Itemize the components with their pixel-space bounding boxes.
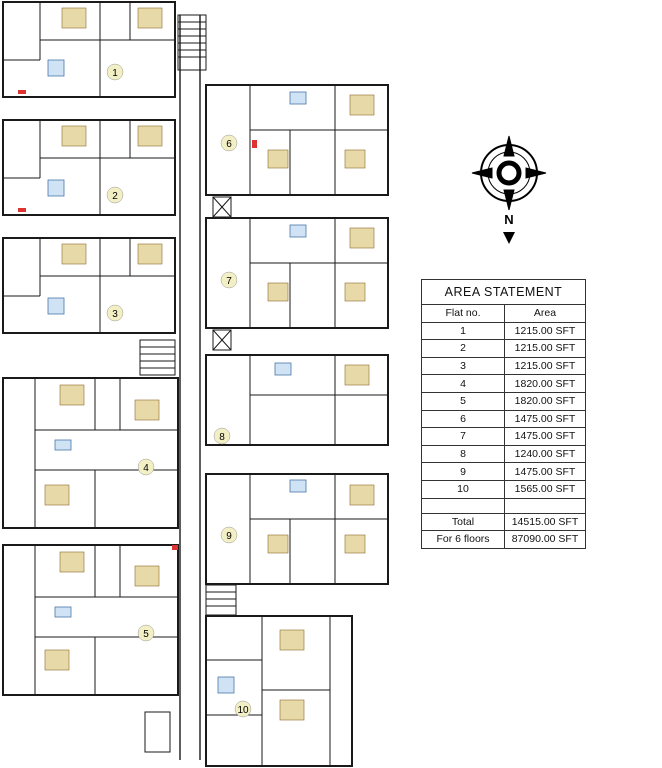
flat-no: 3 <box>421 356 505 376</box>
blank-row <box>421 497 586 514</box>
flat-no: 5 <box>421 391 505 411</box>
flat-no: 6 <box>421 409 505 429</box>
flat-area: 1475.00 SFT <box>504 409 586 429</box>
flat-area: 1565.00 SFT <box>504 479 586 499</box>
flat-no: 8 <box>421 444 505 464</box>
col-header-flat: Flat no. <box>421 304 505 323</box>
north-compass: N <box>471 135 547 244</box>
flat-area: 1820.00 SFT <box>504 391 586 411</box>
flat-label-2: 2 <box>112 191 118 202</box>
flat-area: 1215.00 SFT <box>504 339 586 358</box>
flat-label-5: 5 <box>143 629 149 640</box>
floors-label: For 6 floors <box>421 530 505 549</box>
flat-area: 1215.00 SFT <box>504 356 586 376</box>
area-statement-title: AREA STATEMENT <box>421 279 586 305</box>
north-label: N <box>504 212 513 227</box>
compass-rose-icon <box>471 135 547 211</box>
flat-label-1: 1 <box>112 68 118 79</box>
flat-area: 1475.00 SFT <box>504 462 586 481</box>
flat-label-10: 10 <box>237 705 249 716</box>
flat-no: 9 <box>421 462 505 481</box>
flat-area: 1215.00 SFT <box>504 321 586 341</box>
flat-label-7: 7 <box>226 276 232 287</box>
flat-area: 1820.00 SFT <box>504 374 586 393</box>
flat-no: 1 <box>421 321 505 341</box>
flat-no: 2 <box>421 339 505 358</box>
flat-label-8: 8 <box>219 432 225 443</box>
flat-label-6: 6 <box>226 139 232 150</box>
flat-label-3: 3 <box>112 309 118 320</box>
flat-area: 1475.00 SFT <box>504 427 586 446</box>
floors-value: 87090.00 SFT <box>504 530 586 549</box>
flat-no: 4 <box>421 374 505 393</box>
total-value: 14515.00 SFT <box>504 512 586 532</box>
flat-area: 1240.00 SFT <box>504 444 586 464</box>
total-label: Total <box>421 512 505 532</box>
flat-label-9: 9 <box>226 531 232 542</box>
flat-no: 10 <box>421 479 505 499</box>
col-header-area: Area <box>504 304 586 323</box>
flat-label-4: 4 <box>143 463 149 474</box>
north-arrow-icon <box>503 232 515 244</box>
flat-no: 7 <box>421 427 505 446</box>
